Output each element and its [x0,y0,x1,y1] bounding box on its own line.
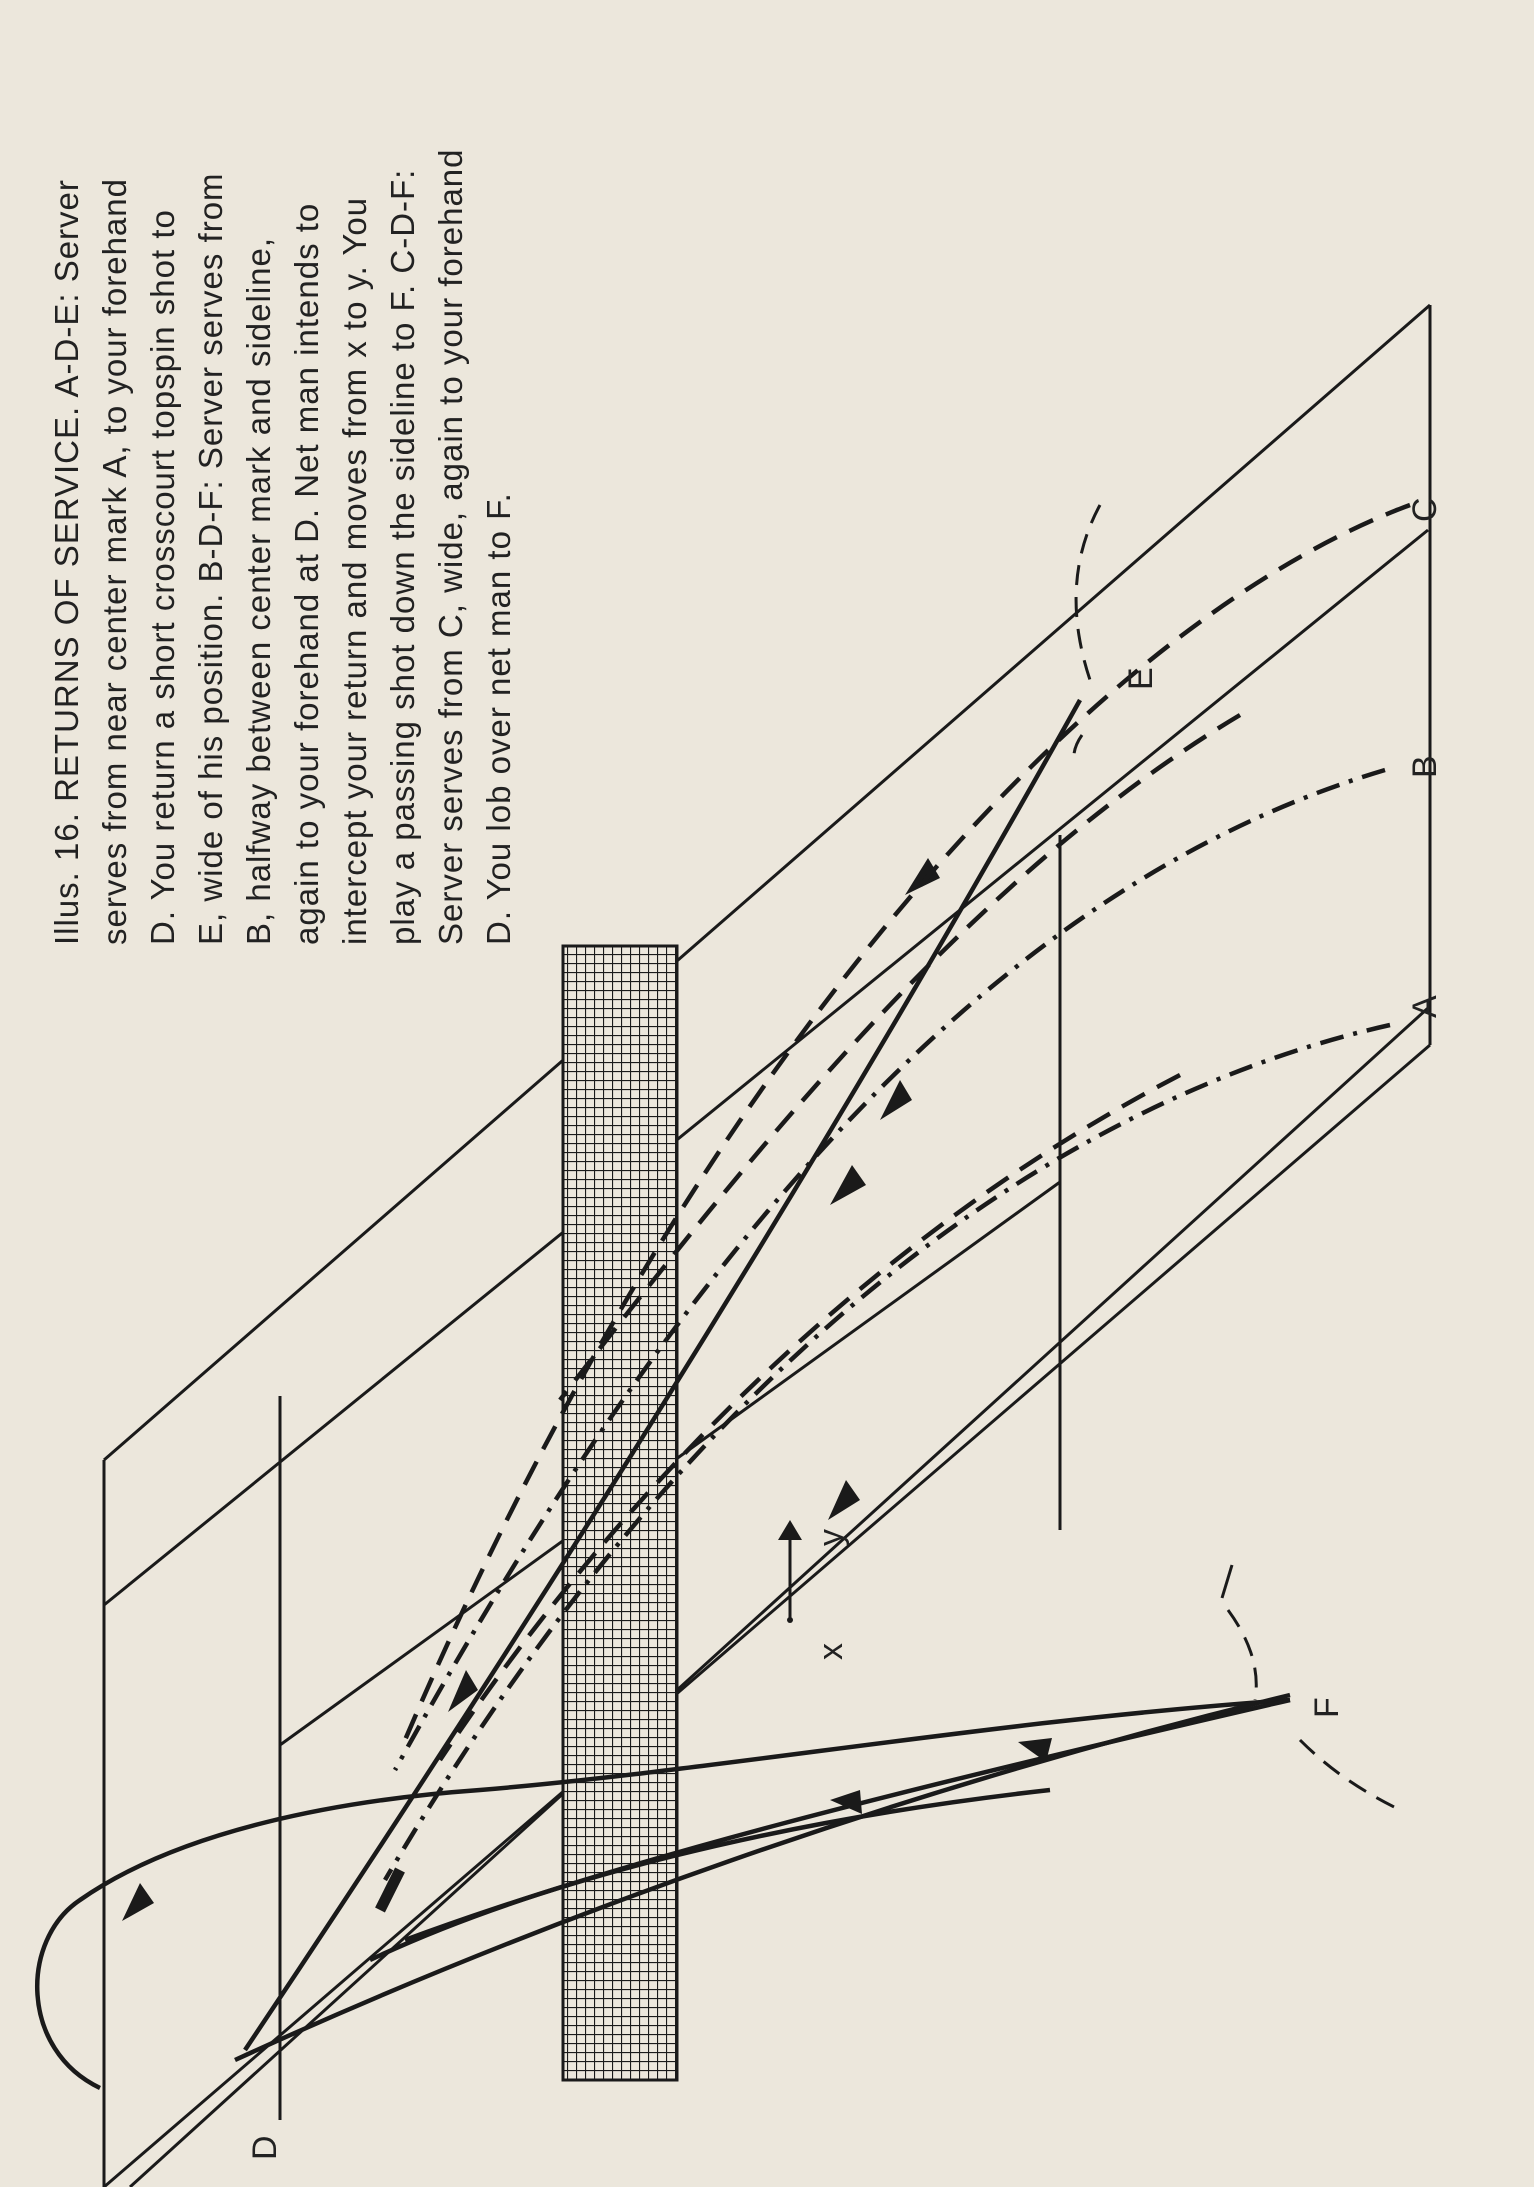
net-man-shot [369,1787,1051,1963]
net-man-movement [778,1520,802,1623]
lob-d-to-f [34,1697,1291,2091]
court-singles-line-top [103,528,1429,1607]
caption-line-4: E, wide of his position. B-D-F: Server s… [192,172,229,945]
serve-a-to-d-dash [438,1073,1182,1762]
caption-line-2: serves from near center mark A, to your … [96,178,133,945]
path-a-d-e [243,698,1391,2052]
label-a: A [1406,995,1444,1018]
serve-c-to-d-2 [558,713,1242,1402]
return-d-to-e [243,698,1082,2052]
label-d: D [246,2135,284,2160]
arc-at-f [1226,1609,1258,1701]
x-to-y-dot [787,1617,793,1623]
path-b-d-f [393,502,1411,1772]
caption-line-6: again to your forehand at D. Net man int… [288,203,325,945]
caption-line-1: Illus. 16. RETURNS OF SERVICE. A-D-E: Se… [48,179,85,945]
racket-mark [375,1867,405,1913]
arrow-b-to-d [880,1080,912,1120]
arrow-lob [122,1883,154,1921]
caption-line-3: D. You return a short crosscourt topspin… [144,209,181,945]
caption-line-8: play a passing shot down the sideline to… [384,169,421,945]
arrow-pass [830,1790,862,1814]
arc-at-e [1074,504,1102,681]
serve-b-to-d [393,767,1386,1772]
court-sideline-bottom [103,1043,1431,2187]
caption-line-10: D. You lob over net man to F. [480,492,517,945]
path-c-d-f-lob [34,1692,1291,2091]
point-labels: A B C D E F x y [246,497,1444,2160]
arrow-d-to-e [905,858,940,895]
arrow-d-to-e-2 [448,1670,478,1712]
return-d-to-f [234,1692,1291,2063]
arrow-serve-to-d [828,1480,860,1520]
net [561,944,679,2082]
net-mesh [561,944,679,2082]
caption-line-5: B, halfway between center mark and sidel… [240,237,277,945]
label-b: B [1406,755,1444,778]
arrow-return [1018,1738,1052,1762]
caption-line-7: intercept your return and moves from x t… [336,197,373,945]
arrow-c-to-d [830,1165,866,1205]
label-c: C [1406,497,1444,522]
caption-line-9: Server serves from C, wide, again to you… [432,148,469,945]
label-x: x [812,1643,850,1660]
tick-near-f [1220,1564,1234,1599]
court-sideline-top [103,303,1431,1462]
serve-c-to-d [402,502,1411,1741]
label-e: E [1122,667,1160,690]
x-to-y-arrowhead [778,1520,802,1540]
court-singles-line-bottom [128,1006,1430,2187]
caption: Illus. 16. RETURNS OF SERVICE. A-D-E: Se… [48,148,517,945]
label-y: y [812,1529,850,1546]
label-f: F [1308,1697,1346,1718]
arc-at-e-2 [1072,734,1084,766]
arc-at-f-2 [1298,1738,1401,1812]
serve-a-to-d [383,1022,1391,1882]
